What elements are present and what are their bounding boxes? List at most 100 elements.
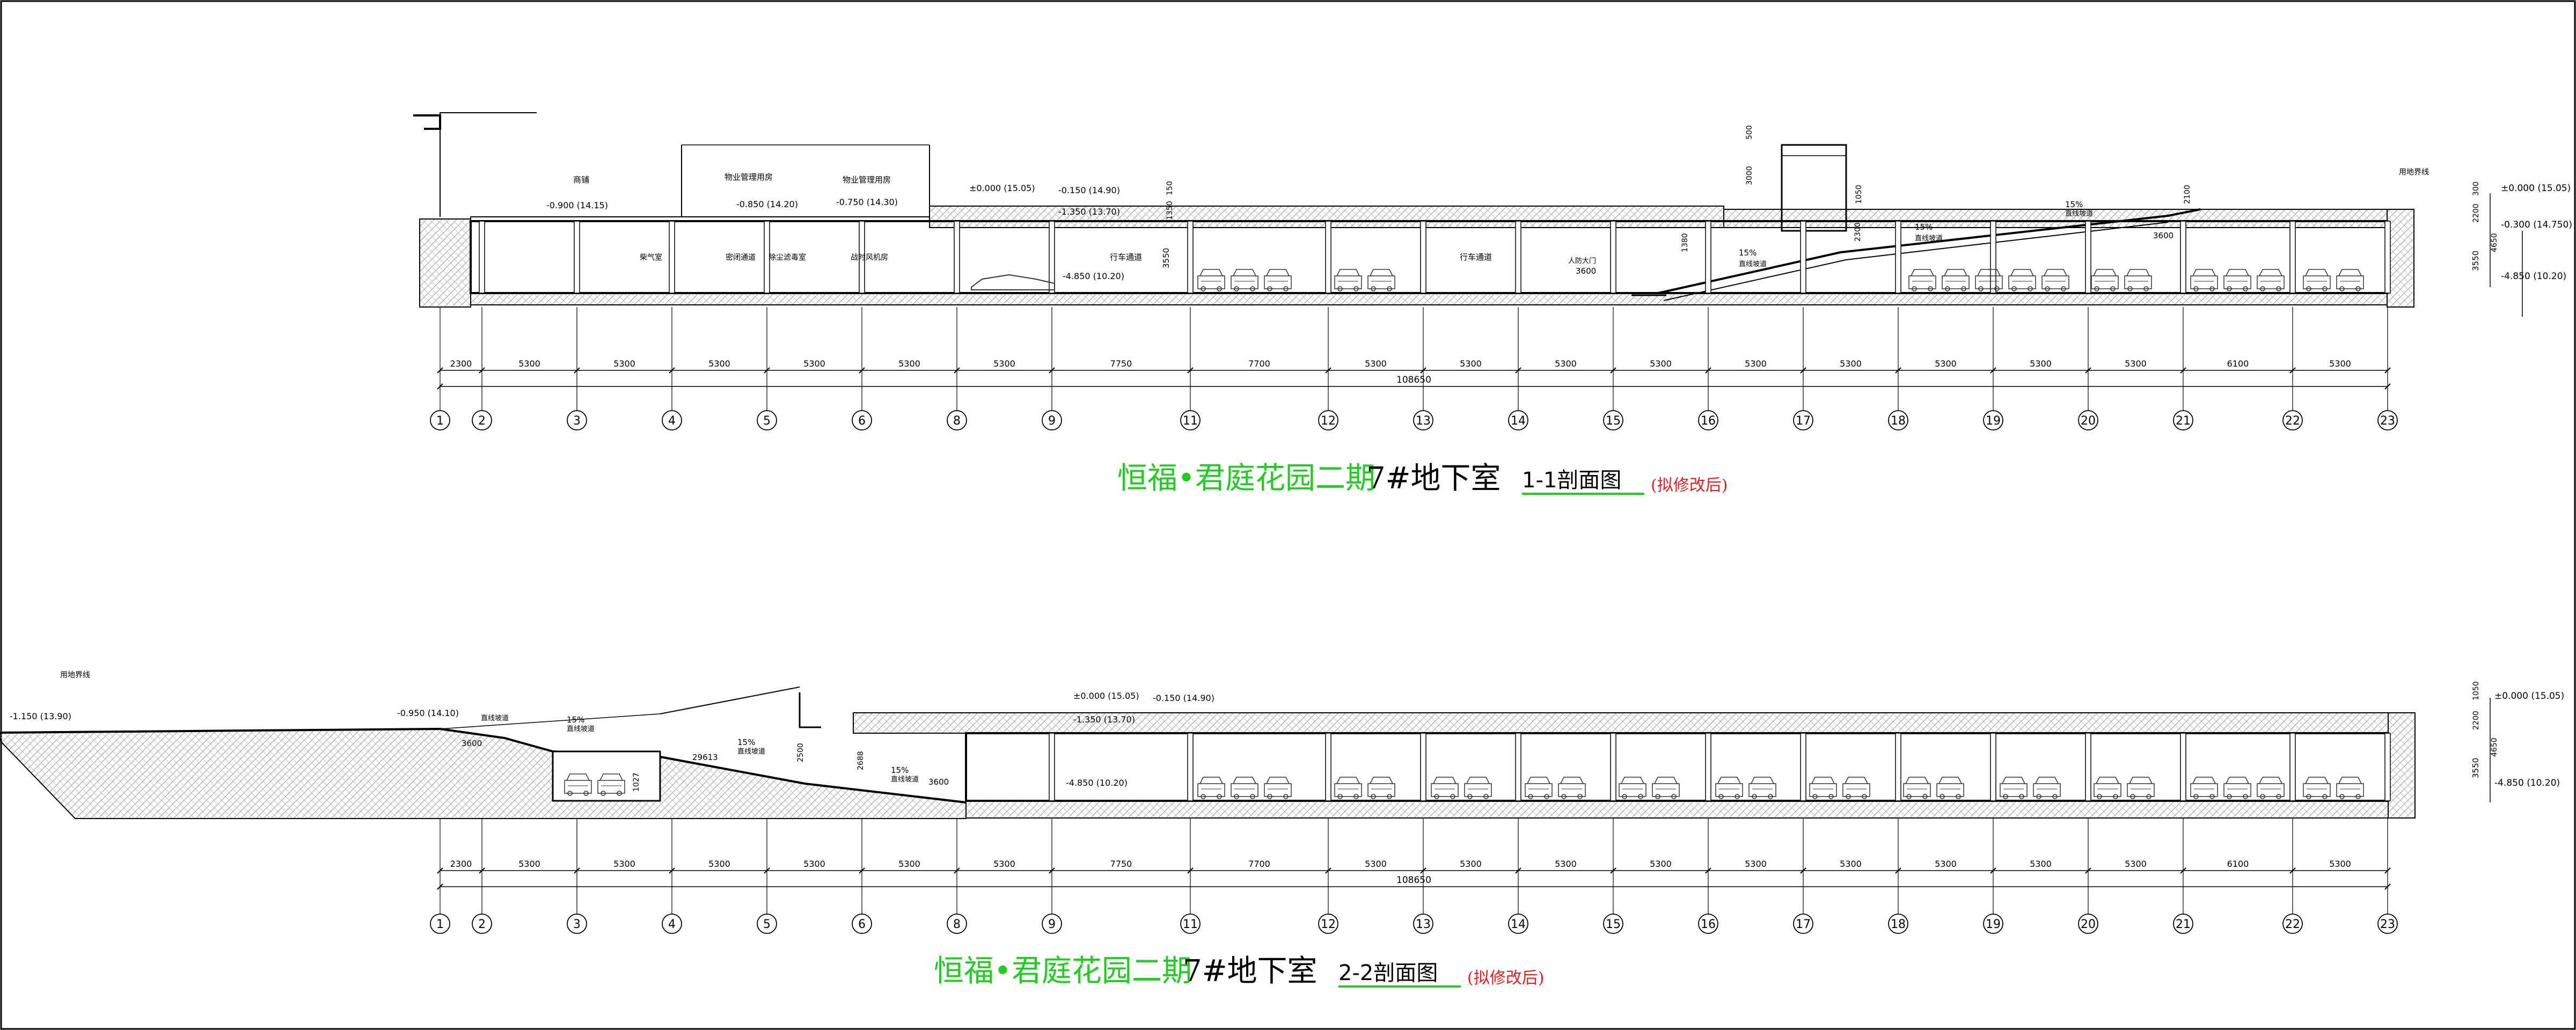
axis-bubble xyxy=(1180,914,1201,934)
soil-left-2 xyxy=(0,728,967,819)
column xyxy=(954,221,960,294)
column xyxy=(1049,733,1055,801)
ramp-slope-label: 15% xyxy=(891,765,909,775)
span-dim-label: 5300 xyxy=(898,359,920,369)
level-label: -4.850 (10.20) xyxy=(2494,778,2560,788)
level-label: 用地界线 xyxy=(60,671,90,680)
title-subtitle: 1-1剖面图 xyxy=(1522,468,1621,493)
axis-label: 20 xyxy=(2081,918,2096,931)
span-dim-label: 5300 xyxy=(1365,359,1387,369)
level-label: -1.150 (13.90) xyxy=(10,711,71,721)
axis-label: 17 xyxy=(1796,918,1811,931)
level-label: -0.150 (14.90) xyxy=(1153,693,1214,703)
span-dim-label: 5300 xyxy=(518,859,540,869)
dim-label: 1050 xyxy=(1855,185,1863,204)
section-2-2: 用地界线 -1.150 (13.90) -0.950 (14.10) ±0.00… xyxy=(0,671,2564,989)
axis-bubble xyxy=(757,914,777,934)
parked-car xyxy=(1842,777,1870,799)
parked-car xyxy=(2336,269,2364,291)
span-dim-label: 5300 xyxy=(1460,359,1482,369)
column xyxy=(1420,221,1426,294)
parked-car xyxy=(2303,269,2331,291)
section-title-1: 恒福•君庭花园二期 7#地下室 1-1剖面图 (拟修改后) xyxy=(1117,461,1728,496)
room-label: 柴气室 xyxy=(640,253,662,262)
span-dim-label: 5300 xyxy=(1365,859,1387,869)
parked-car xyxy=(1367,269,1395,291)
column xyxy=(2289,221,2296,294)
parked-car xyxy=(1715,777,1743,799)
span-dim-label: 7700 xyxy=(1248,859,1270,869)
column xyxy=(1187,733,1194,801)
axis-label: 1 xyxy=(436,918,444,931)
column xyxy=(859,221,865,294)
title-black: 7#地下室 xyxy=(1366,461,1501,496)
level-label: -0.850 (14.20) xyxy=(736,199,798,209)
parked-car xyxy=(2257,777,2285,799)
axis-bubble xyxy=(567,410,587,430)
axis-label: 16 xyxy=(1701,918,1716,931)
axis-bubble xyxy=(2173,914,2193,934)
axis-label: 3 xyxy=(573,918,581,931)
axis-bubble xyxy=(1698,914,1718,934)
parked-car xyxy=(2124,269,2152,291)
soil-right xyxy=(2387,209,2414,308)
span-dim-label: 5300 xyxy=(803,859,825,869)
bottom-slab xyxy=(470,293,2388,305)
parked-car xyxy=(1809,777,1837,799)
axis-bubble xyxy=(1888,410,1908,430)
span-dim-label: 5300 xyxy=(1840,359,1862,369)
axis-bubble xyxy=(430,914,450,934)
parked-car xyxy=(1197,777,1225,799)
span-dim-label: 5300 xyxy=(1555,359,1577,369)
span-dim-label: 6100 xyxy=(2227,859,2249,869)
axis-bubble xyxy=(1180,410,1201,430)
column xyxy=(1800,221,1806,294)
axis-label: 21 xyxy=(2176,918,2191,931)
dim-label: 1380 xyxy=(1681,233,1689,252)
parked-car xyxy=(2033,777,2061,799)
axis-label: 11 xyxy=(1183,918,1198,931)
column xyxy=(1990,733,1996,801)
parked-car xyxy=(2091,269,2119,291)
dim-label: 3550 xyxy=(1161,248,1171,268)
axis-bubble xyxy=(2173,410,2193,430)
axis-bubble xyxy=(1603,410,1623,430)
title-green: 恒福•君庭花园二期 xyxy=(1117,461,1375,496)
column xyxy=(2384,221,2391,294)
span-dim-label: 5300 xyxy=(993,359,1015,369)
axis-label: 6 xyxy=(858,918,866,931)
ramp-type-label: 直线坡道 xyxy=(481,714,509,722)
ramp-slope-label: 15% xyxy=(1915,222,1933,232)
stair-tower xyxy=(1781,144,1847,232)
roof-slab-2-2 xyxy=(853,712,2389,734)
span-dim-label: 6100 xyxy=(2227,359,2249,369)
column xyxy=(574,221,580,294)
axis-label: 15 xyxy=(1606,918,1621,931)
total-dim-label: 108650 xyxy=(1396,375,1431,385)
level-label: -4.850 (10.20) xyxy=(2501,271,2566,282)
room-label: 行车通道 xyxy=(1460,252,1492,262)
axis-bubble xyxy=(1983,914,2003,934)
room-label: 物业管理用房 xyxy=(843,175,891,185)
column xyxy=(2289,733,2296,801)
axis-bubble xyxy=(852,410,872,430)
axis-label: 2 xyxy=(478,918,486,931)
axis-label: 4 xyxy=(668,414,676,428)
level-label: -4.850 (10.20) xyxy=(1066,778,1128,788)
dim-label: 29613 xyxy=(692,753,718,762)
dim-label: 3000 xyxy=(1745,166,1754,185)
parked-car xyxy=(2000,777,2028,799)
parked-car xyxy=(1197,269,1225,291)
parked-car xyxy=(1231,777,1258,799)
ramp-type-label: 直线坡道 xyxy=(737,748,765,756)
parked-car xyxy=(2336,777,2364,799)
axis-label: 21 xyxy=(2176,414,2191,428)
span-dim-label: 5300 xyxy=(1745,859,1767,869)
axis-bubble xyxy=(757,410,777,430)
dim-label: 4650 xyxy=(2490,233,2499,252)
axis-label: 8 xyxy=(953,918,961,931)
crane xyxy=(413,114,441,130)
axis-label: 11 xyxy=(1183,414,1198,428)
columns-1 xyxy=(479,221,2391,294)
